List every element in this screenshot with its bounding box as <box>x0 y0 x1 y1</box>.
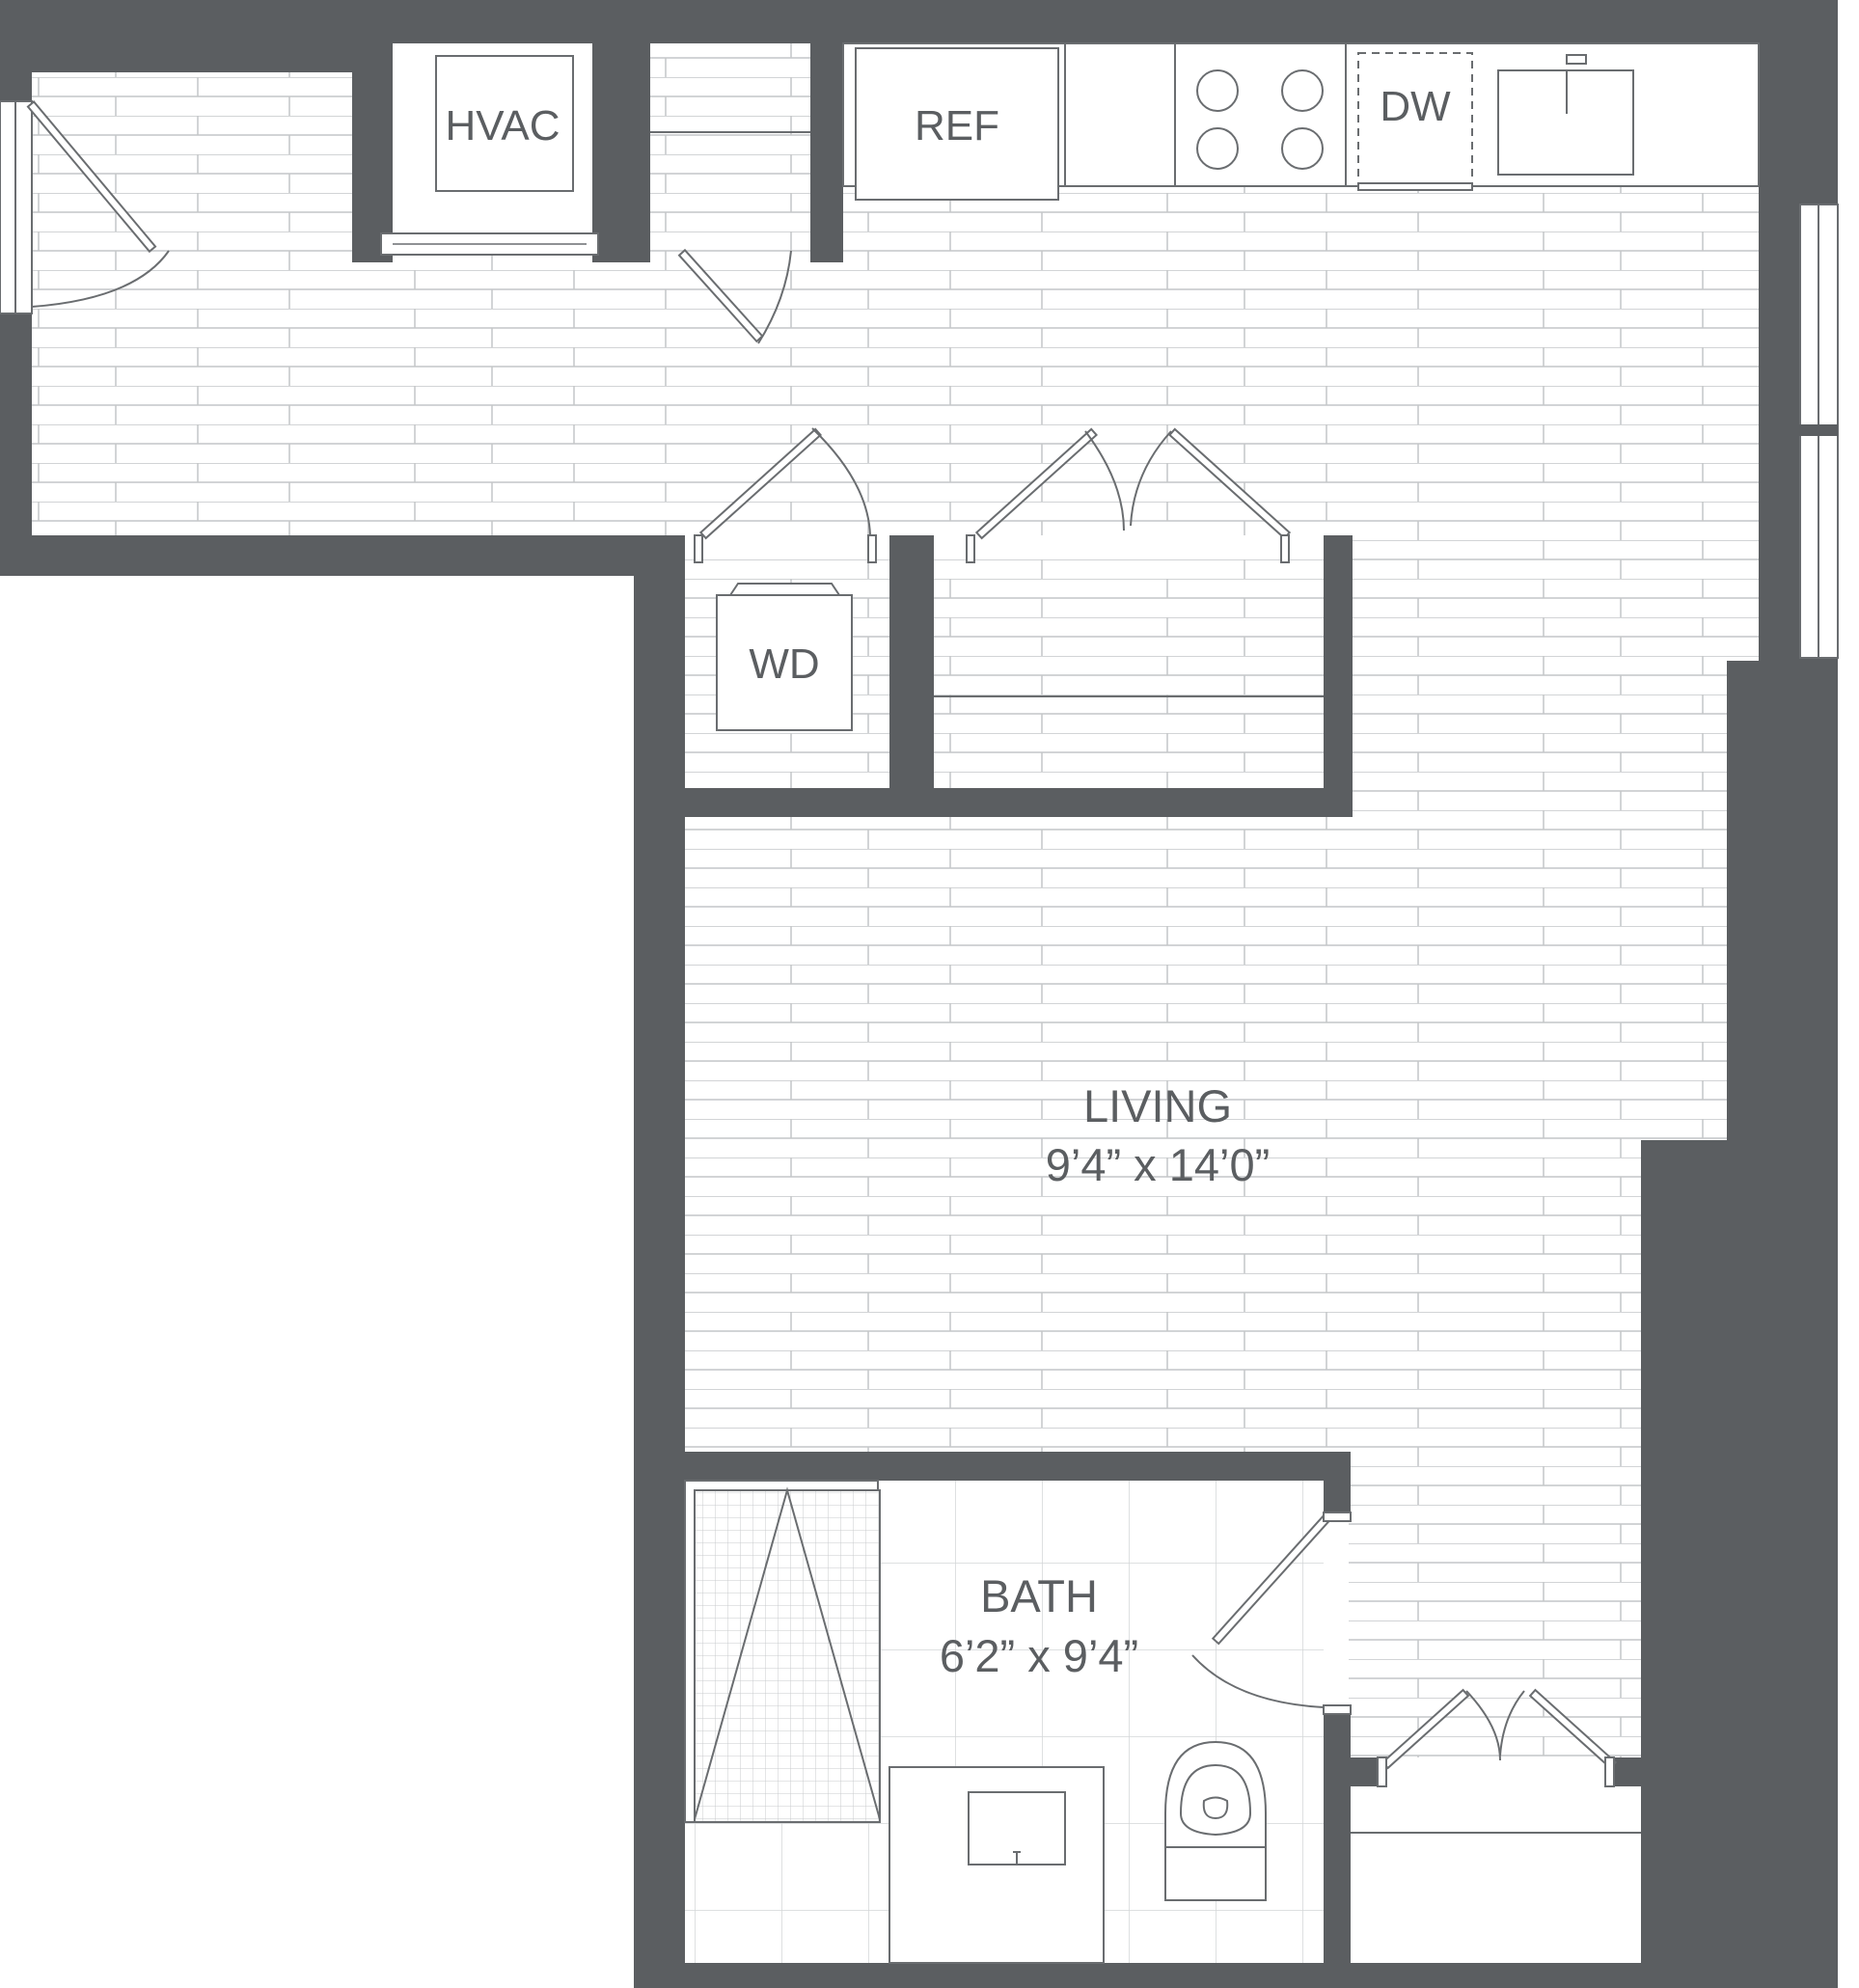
right-wall-mid <box>1727 661 1838 1143</box>
hvac-right-wall <box>592 39 650 262</box>
bath-right-wall-upper <box>1324 1452 1351 1512</box>
closet-right-wall <box>1324 535 1353 817</box>
bath-room-name: BATH <box>980 1570 1098 1621</box>
toilet-icon <box>1164 1740 1267 1901</box>
hvac-label: HVAC <box>446 102 560 150</box>
living-room-name: LIVING <box>1083 1080 1232 1131</box>
bath-top-wall <box>634 1452 1351 1481</box>
bottom-wall <box>634 1963 1838 1988</box>
living-right-floor <box>1349 535 1759 1143</box>
pantry-right-wall <box>810 39 843 262</box>
washer-dryer <box>716 594 853 731</box>
doors <box>26 100 1618 1787</box>
door-swing-icon <box>26 100 170 308</box>
wd-label: WD <box>749 640 819 688</box>
hvac-unit <box>435 55 574 192</box>
walls-overlay <box>352 39 1838 1988</box>
wd-left-wall <box>634 535 685 1988</box>
living-lower-right-floor <box>1349 1140 1641 1757</box>
closet-left-stub <box>1351 1757 1380 1786</box>
cooktop-icon <box>1196 69 1324 170</box>
bath-right-wall-lower <box>1324 1714 1351 1988</box>
wd-bottom-wall <box>685 788 889 817</box>
bath-closet-floor <box>1351 1786 1641 1963</box>
laundry <box>716 583 1641 1834</box>
pantry-floor <box>650 43 810 251</box>
living-floor <box>685 817 1349 1452</box>
living-room-dims: 9’4” x 14’0” <box>1046 1139 1271 1190</box>
ref-label: REF <box>915 102 999 150</box>
bifold-door-icon <box>1381 1688 1618 1770</box>
hvac-left-wall <box>352 39 393 262</box>
windows <box>0 100 1839 659</box>
door-swing-icon <box>677 248 792 344</box>
wd-right-wall <box>889 535 934 817</box>
refrigerator <box>855 47 1059 201</box>
bath-fixtures <box>684 1480 1267 1964</box>
bifold-door-icon <box>974 427 1292 540</box>
floors <box>32 43 1759 1963</box>
right-wall-lower <box>1641 1140 1838 1988</box>
kitchen <box>380 42 1760 256</box>
bath-room-dims: 6’2” x 9’4” <box>940 1630 1138 1681</box>
closet-bottom-wall <box>934 788 1353 817</box>
hvac-top-wall <box>352 32 844 43</box>
labels: HVAC REF DW WD LIVING 9’4” x 14’0” BATH … <box>446 83 1452 1681</box>
closet-right-stub <box>1613 1757 1641 1786</box>
closet-floor <box>934 559 1324 788</box>
dw-label: DW <box>1380 83 1451 130</box>
